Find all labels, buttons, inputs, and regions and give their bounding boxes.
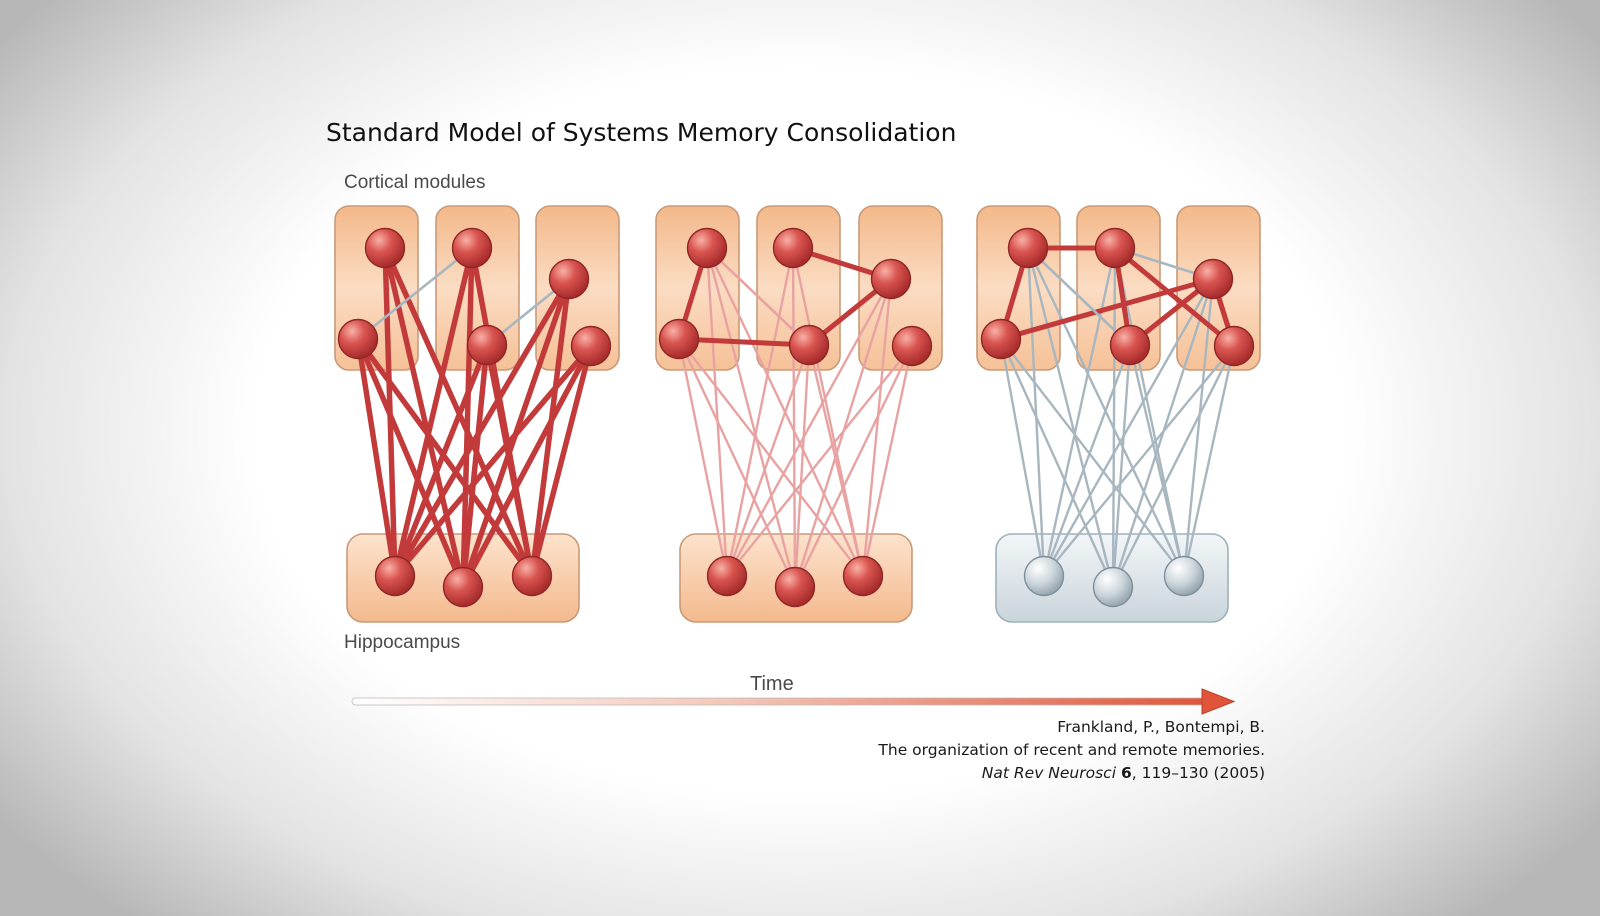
cortical-neuron-node: [1192, 258, 1234, 300]
cortical-neuron-node: [1007, 227, 1049, 269]
hippocampal-cortical-link: [793, 277, 893, 589]
hippocampal-cortical-link: [1128, 343, 1186, 578]
time-label: Time: [750, 673, 794, 695]
time-arrow-shaft: [351, 697, 1208, 706]
hippocampal-cortical-link: [382, 245, 535, 579]
cortico-cortical-link: [998, 276, 1216, 342]
hippocampal-cortical-link: [529, 276, 572, 579]
cortical-neuron-node: [451, 227, 493, 269]
hippocampal-cortical-link: [460, 276, 572, 590]
citation-authors: Frankland, P., Bontempi, B.: [1057, 718, 1265, 736]
cortico-cortical-link: [1026, 246, 1132, 347]
citation-reference: Nat Rev Neurosci 6, 119–130 (2005): [878, 762, 1265, 785]
hippocampal-cortical-link: [460, 343, 594, 590]
hippocampal-neuron-node: [511, 555, 553, 597]
cortical-neuron-node: [466, 324, 508, 366]
hippocampal-cortical-link: [1182, 344, 1236, 578]
cortical-neuron-node: [772, 227, 814, 269]
cortical-neuron-node: [1094, 227, 1136, 269]
citation-pages-year: , 119–130 (2005): [1131, 764, 1265, 782]
cortico-cortical-link: [1112, 245, 1237, 349]
cortical-neuron-node: [788, 324, 830, 366]
hippocampal-cortical-link: [1042, 277, 1215, 578]
citation: Frankland, P., Bontempi, B. The organiza…: [878, 716, 1265, 785]
cortico-cortical-link: [705, 246, 811, 347]
hippocampal-cortical-link: [677, 337, 729, 578]
hippocampal-neuron-node: [842, 555, 884, 597]
hippocampal-cortical-link: [392, 245, 475, 579]
neuron-nodes: [337, 227, 1255, 608]
hippocampal-cortical-link: [705, 246, 865, 578]
hippocampal-cortical-link: [460, 245, 475, 590]
connection-links: [355, 245, 1237, 590]
cortico-cortical-link: [356, 246, 474, 341]
hippocampal-cortical-link: [1111, 344, 1236, 589]
hippocampal-cortical-link: [355, 336, 398, 579]
cortical-neuron-node: [870, 258, 912, 300]
citation-journal: Nat Rev Neurosci: [981, 764, 1117, 782]
citation-volume: 6: [1120, 764, 1132, 782]
hippocampal-neuron-node: [374, 555, 416, 597]
hippocampal-cortical-link: [793, 343, 811, 589]
cortical-neuron-node: [686, 227, 728, 269]
hippocampal-cortical-link: [807, 343, 865, 578]
hippocampal-cortical-link: [861, 277, 893, 578]
hippocampal-neuron-node: [706, 555, 748, 597]
hippocampal-cortical-link: [725, 277, 893, 578]
hippocampal-cortical-link: [1026, 246, 1046, 578]
cortical-neuron-node: [980, 318, 1022, 360]
citation-article: The organization of recent and remote me…: [878, 741, 1265, 759]
hippocampal-cortical-link: [1026, 246, 1186, 578]
hippocampal-cortical-link: [484, 342, 535, 579]
cortical-neuron-node: [1109, 324, 1151, 366]
hippocampal-cortical-link: [1111, 343, 1132, 589]
hippocampal-cortical-link: [1026, 246, 1115, 589]
slide-title: Standard Model of Systems Memory Consoli…: [326, 118, 957, 147]
cortical-neuron-node: [658, 318, 700, 360]
time-arrow-head: [1201, 688, 1236, 715]
hippocampal-cortical-link: [999, 337, 1046, 578]
hippocampal-cortical-link: [677, 337, 865, 578]
hippocampal-neuron-node: [1023, 555, 1065, 597]
hippocampal-cortical-link: [791, 246, 797, 589]
hippocampal-neuron-node: [774, 566, 816, 608]
hippocampal-cortical-link: [1111, 277, 1215, 589]
hippocampal-cortical-link: [392, 342, 490, 579]
hippocampal-cortical-link: [1042, 343, 1132, 578]
hippocampal-cortical-link: [1042, 246, 1117, 578]
time-arrow: [351, 688, 1236, 715]
hippocampal-neuron-node: [1163, 555, 1205, 597]
hippocampal-cortical-link: [392, 276, 572, 579]
hippocampal-cortical-link: [725, 246, 795, 578]
cortico-cortical-link: [676, 336, 812, 348]
hippocampal-neuron-node: [442, 566, 484, 608]
hippocampal-cortical-link: [793, 344, 914, 589]
cortical-neuron-node: [1213, 325, 1255, 367]
hippocampal-cortical-link: [705, 246, 729, 578]
hippocampus-label: Hippocampus: [344, 632, 461, 653]
cortical-neuron-node: [570, 325, 612, 367]
hippocampal-cortical-link: [355, 336, 535, 579]
cortical-neuron-node: [364, 227, 406, 269]
hippocampal-cortical-link: [1182, 277, 1215, 578]
hippocampal-cortical-link: [529, 343, 594, 579]
hippocampal-cortical-link: [382, 245, 466, 590]
cortical-neuron-node: [548, 258, 590, 300]
hippocampal-neuron-node: [1092, 566, 1134, 608]
hippocampal-cortical-link: [355, 336, 466, 590]
hippocampal-cortical-link: [999, 337, 1186, 578]
hippocampal-cortical-link: [677, 337, 797, 589]
hippocampal-cortical-link: [705, 246, 797, 589]
hippocampal-cortical-link: [725, 343, 811, 578]
cortical-neuron-node: [891, 325, 933, 367]
hippocampal-cortical-link: [460, 342, 490, 590]
hippocampal-cortical-link: [999, 337, 1115, 589]
hippocampal-cortical-link: [861, 344, 914, 578]
cortical-modules-label: Cortical modules: [344, 172, 486, 193]
cortical-neuron-node: [337, 318, 379, 360]
